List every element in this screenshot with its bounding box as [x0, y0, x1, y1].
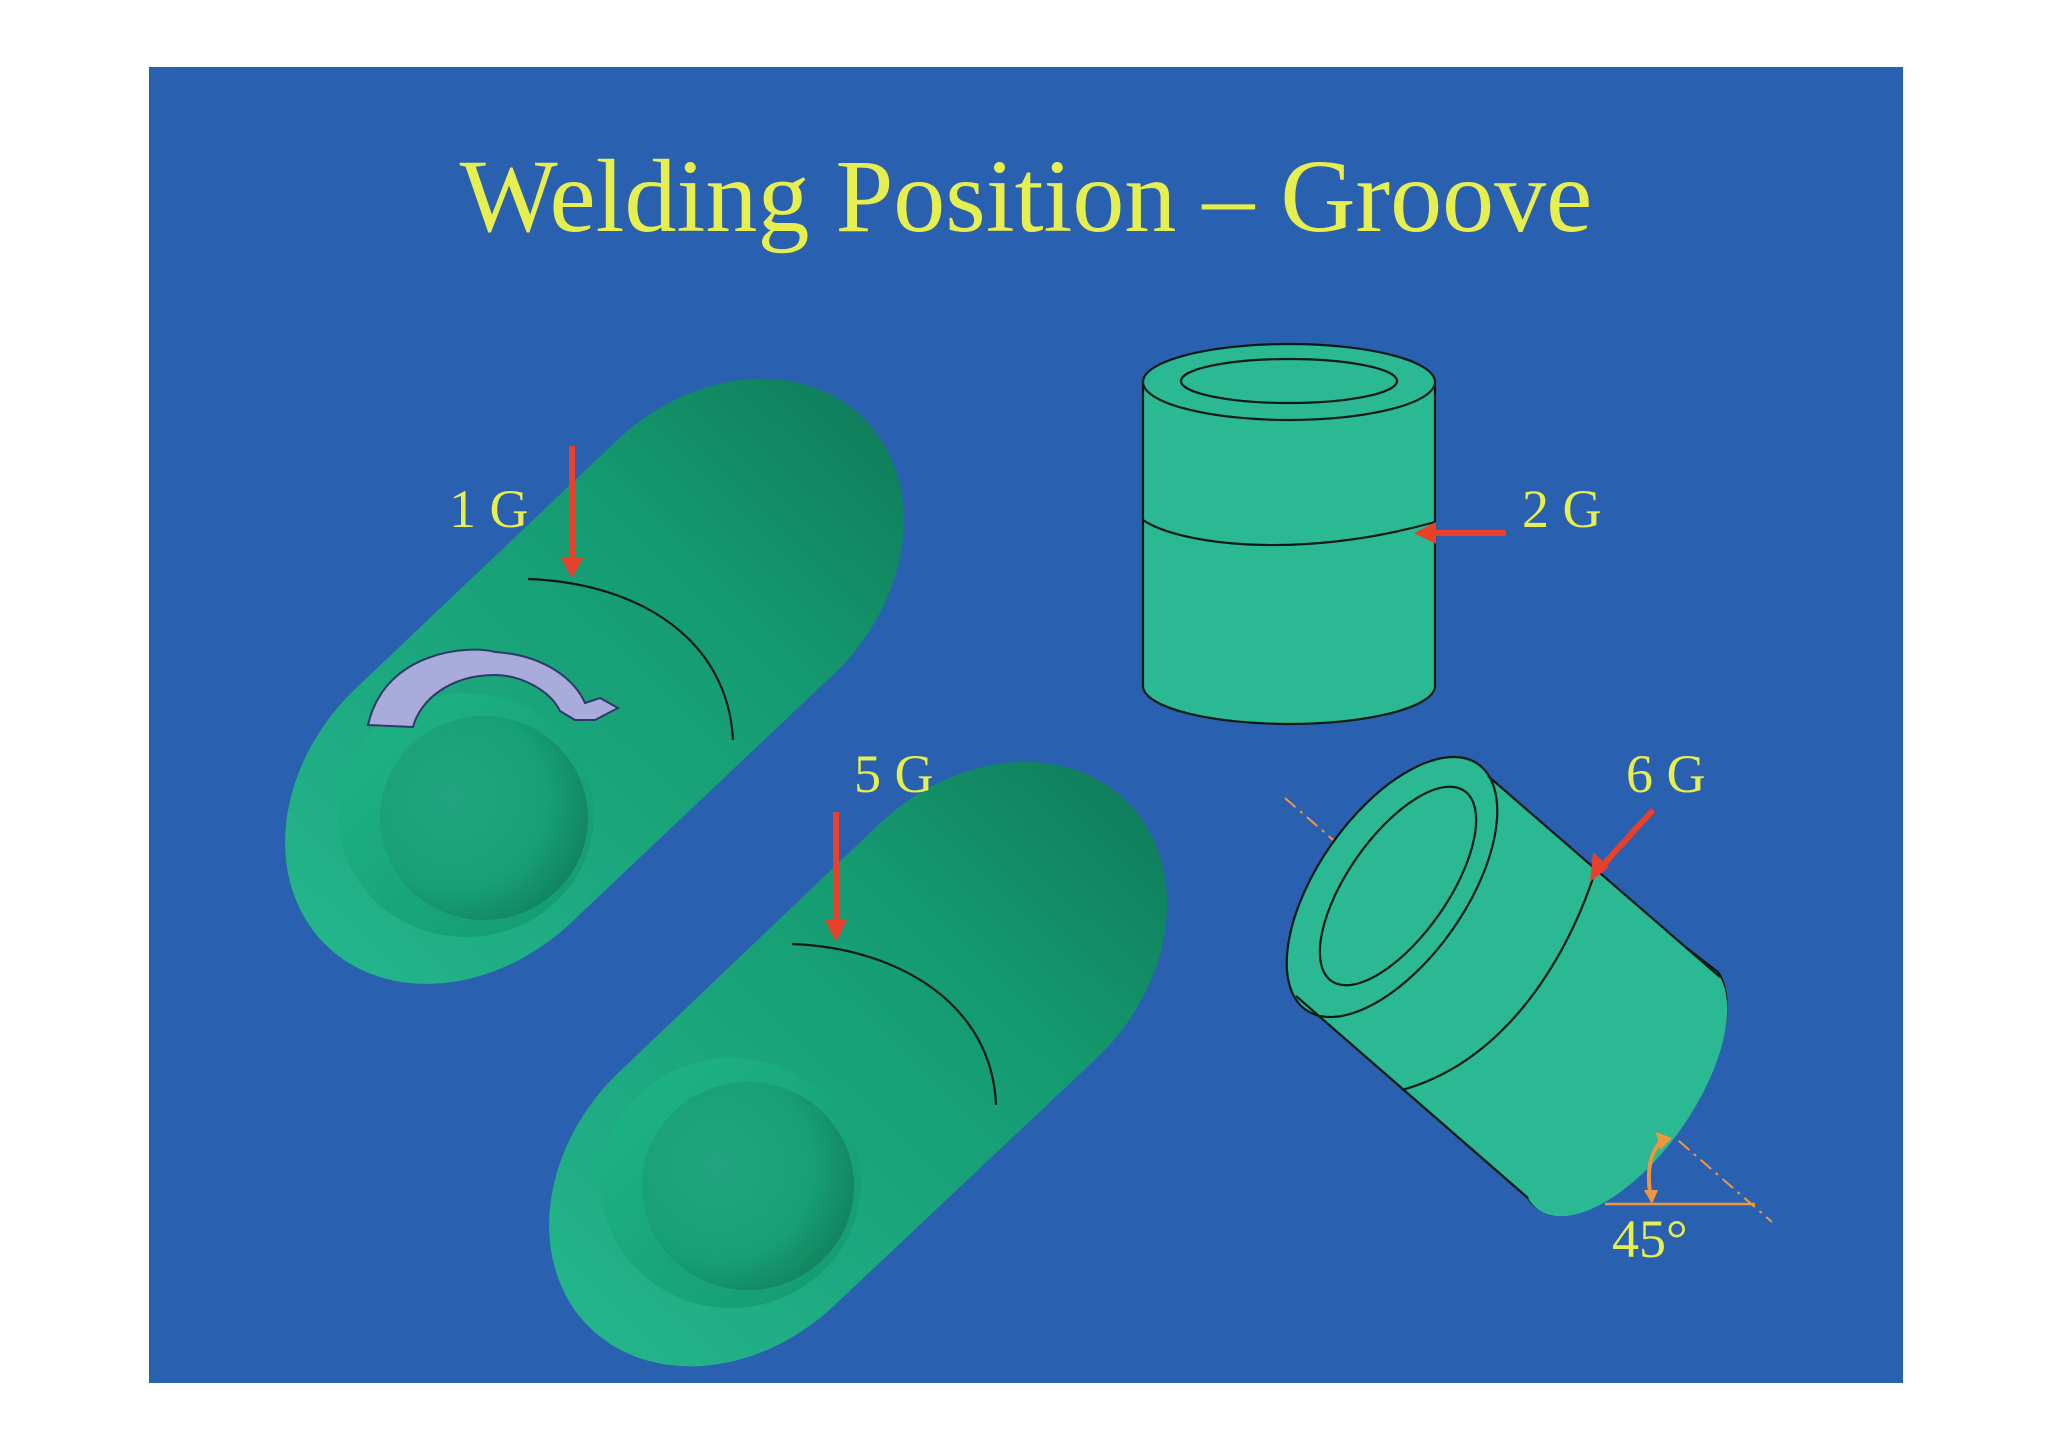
angle-arc-head-top — [1656, 1132, 1672, 1150]
label-2g: 2 G — [1522, 479, 1602, 539]
pipe-6g-bottom-edge — [1295, 995, 1529, 1199]
pipe-5g: 5 G — [549, 744, 1168, 1367]
angle-label: 45° — [1612, 1209, 1688, 1269]
angle-arc-head-bottom — [1644, 1190, 1658, 1204]
pipe-6g-top-edge — [1487, 775, 1721, 978]
pipe-2g-top-bore — [1179, 357, 1399, 405]
rotation-arrow-icon — [366, 648, 621, 729]
arrow-5g-head — [825, 920, 847, 942]
label-1g: 1 G — [449, 479, 529, 539]
pipe-1g-weld-seam — [527, 577, 735, 741]
pipe-5g-weld-seam — [791, 942, 998, 1106]
label-6g: 6 G — [1626, 744, 1706, 804]
pipe-6g-weld-seam — [1401, 871, 1597, 1092]
pipe-5g-end-bore — [642, 1082, 854, 1290]
pipe-6g-end-bore — [1318, 785, 1478, 987]
pipe-6g: 6 G 45° — [1284, 744, 1773, 1269]
arrow-6g-head — [1590, 852, 1609, 882]
pipe-2g-body — [1141, 382, 1437, 726]
pipe-6g-outer-fill — [1296, 776, 1728, 1217]
label-5g: 5 G — [854, 744, 934, 804]
slide-title: Welding Position – Groove — [459, 139, 1593, 254]
pipe-1g-end-bore — [380, 716, 588, 920]
arrow-1g-head — [561, 558, 583, 578]
pipe-2g-weld-seam — [1142, 519, 1436, 547]
arrow-6g — [1600, 807, 1656, 868]
pipe-2g: 2 G — [1141, 342, 1602, 726]
pipe-1g: 1 G — [285, 378, 904, 984]
arrow-2g-head — [1414, 522, 1436, 544]
